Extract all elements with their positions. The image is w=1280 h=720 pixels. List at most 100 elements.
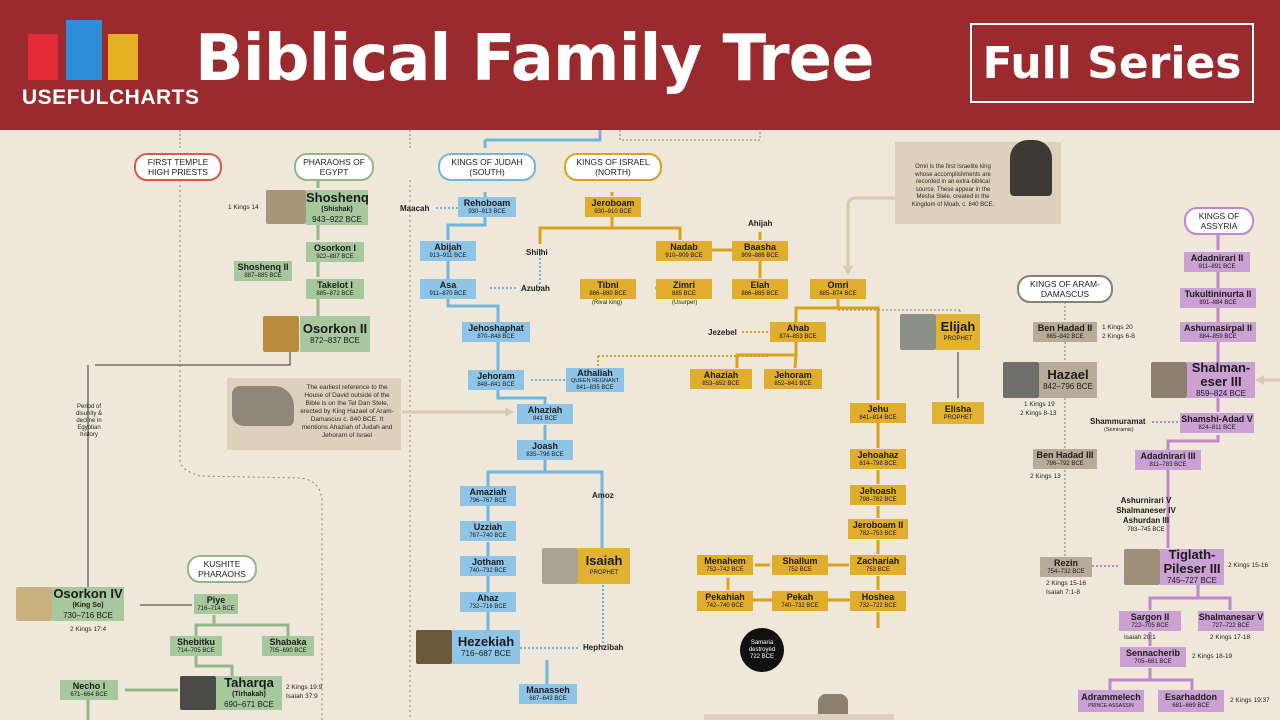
node-jeroboam[interactable]: Jeroboam 930–910 BCE [585,197,641,217]
node-shamshi-adad-v[interactable]: Shamshi-Adad V 824–811 BCE [1180,413,1254,433]
node-hoshea[interactable]: Hoshea 732–722 BCE [850,591,906,611]
node-ahaziah-israel[interactable]: Ahaziah 853–852 BCE [690,369,752,389]
taharqa-portrait [180,676,216,710]
node-dates: 911–891 BCE [1198,264,1236,270]
node-hezekiah[interactable]: Hezekiah 716–687 BCE [452,630,520,664]
node-alt: (Tirhakah) [232,691,266,698]
node-ashurnasirpal-ii[interactable]: Ashurnasirpal II 884–859 BCE [1180,322,1256,342]
node-elijah[interactable]: Elijah PROPHET [936,314,980,350]
node-name: Shebitku [176,637,215,647]
node-piye[interactable]: Piye 716–714 BCE [194,594,238,614]
node-omri[interactable]: Omri 885–874 BCE [810,279,866,299]
node-taharqa[interactable]: Taharqa (Tirhakah) 690–671 BCE [216,676,282,710]
node-jehoash[interactable]: Jehoash 798–782 BCE [850,485,906,505]
node-jotham[interactable]: Jotham 740–732 BCE [460,556,516,576]
hezekiah-portrait [416,630,452,664]
node-osorkon-iv[interactable]: Osorkon IV (King So) 730–716 BCE [52,587,124,621]
node-tibni[interactable]: Tibni 886–880 BCE [580,279,636,299]
node-manasseh[interactable]: Manasseh 687–643 BCE [519,684,577,704]
node-adadnirari-ii[interactable]: Adadnirari II 911–891 BCE [1184,252,1250,272]
node-jehoshaphat[interactable]: Jehoshaphat 870–848 BCE [462,322,530,342]
node-tiglath-pileser-iii[interactable]: Tiglath- Pileser III 745–727 BCE [1160,548,1224,585]
node-pekahiah[interactable]: Pekahiah 742–740 BCE [697,591,753,611]
node-hazael[interactable]: Hazael 842–796 BCE [1039,362,1097,398]
ref-2-kings-13: 2 Kings 13 [1030,473,1061,480]
node-elah[interactable]: Elah 886–885 BCE [732,279,788,299]
caption-text: KINGS OF ARAM- [1030,279,1100,289]
node-necho-i[interactable]: Necho I 671–664 BCE [60,680,118,700]
node-abijah[interactable]: Abijah 913–911 BCE [420,241,476,261]
node-rehoboam[interactable]: Rehoboam 930–913 BCE [458,197,516,217]
node-dates: 870–848 BCE [477,334,515,340]
node-shalmanesar-v[interactable]: Shalmanesar V 727–722 BCE [1198,611,1264,631]
caption-kings-aram: KINGS OF ARAM-DAMASCUS [1017,275,1113,303]
label-shilhi: Shilhi [526,248,548,257]
node-name: Osorkon IV [53,586,123,601]
node-role: PROPHET [943,336,973,342]
node-ben-hadad-ii[interactable]: Ben Hadad II 865–842 BCE [1033,322,1097,342]
node-uzziah[interactable]: Uzziah 767–740 BCE [460,521,516,541]
node-shalmaneser-iii[interactable]: Shalman- eser III 859–824 BCE [1187,360,1255,398]
node-name: Ashurdan III [1122,516,1170,525]
node-sargon-ii[interactable]: Sargon II 722–705 BCE [1119,611,1181,631]
node-ahaziah-judah[interactable]: Ahaziah 841 BCE [517,404,573,424]
label-jezebel: Jezebel [708,328,737,337]
node-athaliah[interactable]: Athaliah QUEEN REGNANT 841–835 BCE [566,368,624,392]
node-takelot-i[interactable]: Takelot I 885–872 BCE [306,279,364,299]
connector [538,192,682,244]
node-name: Pileser III [1163,561,1221,576]
node-amaziah[interactable]: Amaziah 796–767 BCE [460,486,516,506]
node-zimri[interactable]: Zimri 885 BCE [656,279,712,299]
osorkon-portrait [263,316,299,352]
node-jehoahaz[interactable]: Jehoahaz 814–798 BCE [850,449,906,469]
node-adrammelech[interactable]: Adrammelech PRINCE-ASSASSIN [1078,690,1144,712]
node-pekah[interactable]: Pekah 740–732 BCE [772,591,828,611]
node-shebitku[interactable]: Shebitku 714–705 BCE [170,636,222,656]
node-shoshenq-ii[interactable]: Shoshenq II 887–885 BCE [234,261,292,281]
node-name: Ashurnasirpal II [1183,323,1253,333]
node-joash[interactable]: Joash 835–796 BCE [517,440,573,460]
node-assyria-group[interactable]: Ashurnirari V Shalmaneser IV Ashurdan II… [1112,496,1180,533]
node-isaiah[interactable]: Isaiah PROPHET [578,548,630,584]
node-jehoram-judah[interactable]: Jehoram 848–841 BCE [468,370,524,390]
node-baasha[interactable]: Baasha 909–886 BCE [732,241,788,261]
node-nadab[interactable]: Nadab 910–909 BCE [656,241,712,261]
node-ben-hadad-iii[interactable]: Ben Hadad III 796–792 BCE [1033,449,1097,469]
node-esarhaddon[interactable]: Esarhaddon 681–669 BCE [1158,690,1224,712]
node-adadnirari-iii[interactable]: Adadnirari III 811–783 BCE [1135,450,1201,470]
node-shallum[interactable]: Shallum 752 BCE [772,555,828,575]
node-dates: 671–664 BCE [70,692,108,698]
node-dates: 841–814 BCE [859,415,897,421]
node-dates: 930–910 BCE [594,209,632,215]
node-jeroboam-ii[interactable]: Jeroboam II 782–753 BCE [848,519,908,539]
node-name: Zachariah [856,556,900,566]
node-tukultininurta-ii[interactable]: Tukultininurta II 891–884 BCE [1180,288,1256,308]
node-asa[interactable]: Asa 911–870 BCE [420,279,476,299]
node-name: Jehu [867,404,889,414]
node-shabaka[interactable]: Shabaka 705–690 BCE [262,636,314,656]
node-jehu[interactable]: Jehu 841–814 BCE [850,403,906,423]
node-dates: 705–690 BCE [269,648,307,654]
node-osorkon-i[interactable]: Osorkon I 922–887 BCE [306,242,364,262]
caption-high-priests: FIRST TEMPLE HIGH PRIESTS [134,153,222,181]
caption-kings-israel: KINGS OF ISRAEL(NORTH) [564,153,662,181]
node-elisha[interactable]: Elisha PROPHET [932,402,984,424]
ref-2-kings-6-8: 2 Kings 6-8 [1102,333,1135,340]
node-rezin[interactable]: Rezin 754–732 BCE [1040,557,1092,577]
node-dates: 887–885 BCE [244,273,282,279]
node-shoshenq[interactable]: Shoshenq (Shishak) 943–922 BCE [306,190,369,225]
node-jehoram-israel[interactable]: Jehoram 852–841 BCE [764,369,822,389]
node-menahem[interactable]: Menahem 752–742 BCE [697,555,753,575]
node-ahaz[interactable]: Ahaz 732–716 BCE [460,592,516,612]
node-name: Shallum [782,556,818,566]
label-hephzibah: Hephzibah [583,643,624,652]
badge-text: 722 BCE [749,653,774,660]
node-zachariah[interactable]: Zachariah 753 BCE [850,555,906,575]
node-sennacherib[interactable]: Sennacherib 705–681 BCE [1120,647,1186,667]
node-name: Shalman- [1191,360,1251,375]
node-osorkon-ii[interactable]: Osorkon II 872–837 BCE [300,316,370,352]
node-ahab[interactable]: Ahab 874–853 BCE [770,322,826,342]
bottom-note-strip [704,714,894,720]
node-name: Joash [531,441,558,451]
ref-2-kings-19-37: 2 Kings 19:37 [1230,697,1270,704]
